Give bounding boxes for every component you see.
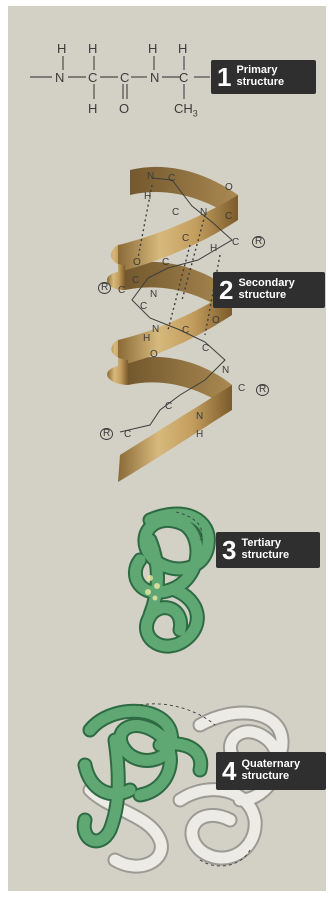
label-line2: structure: [241, 771, 300, 783]
label-quaternary-structure: 4 Quaternarystructure: [216, 752, 326, 790]
label-number: 4: [222, 758, 236, 784]
